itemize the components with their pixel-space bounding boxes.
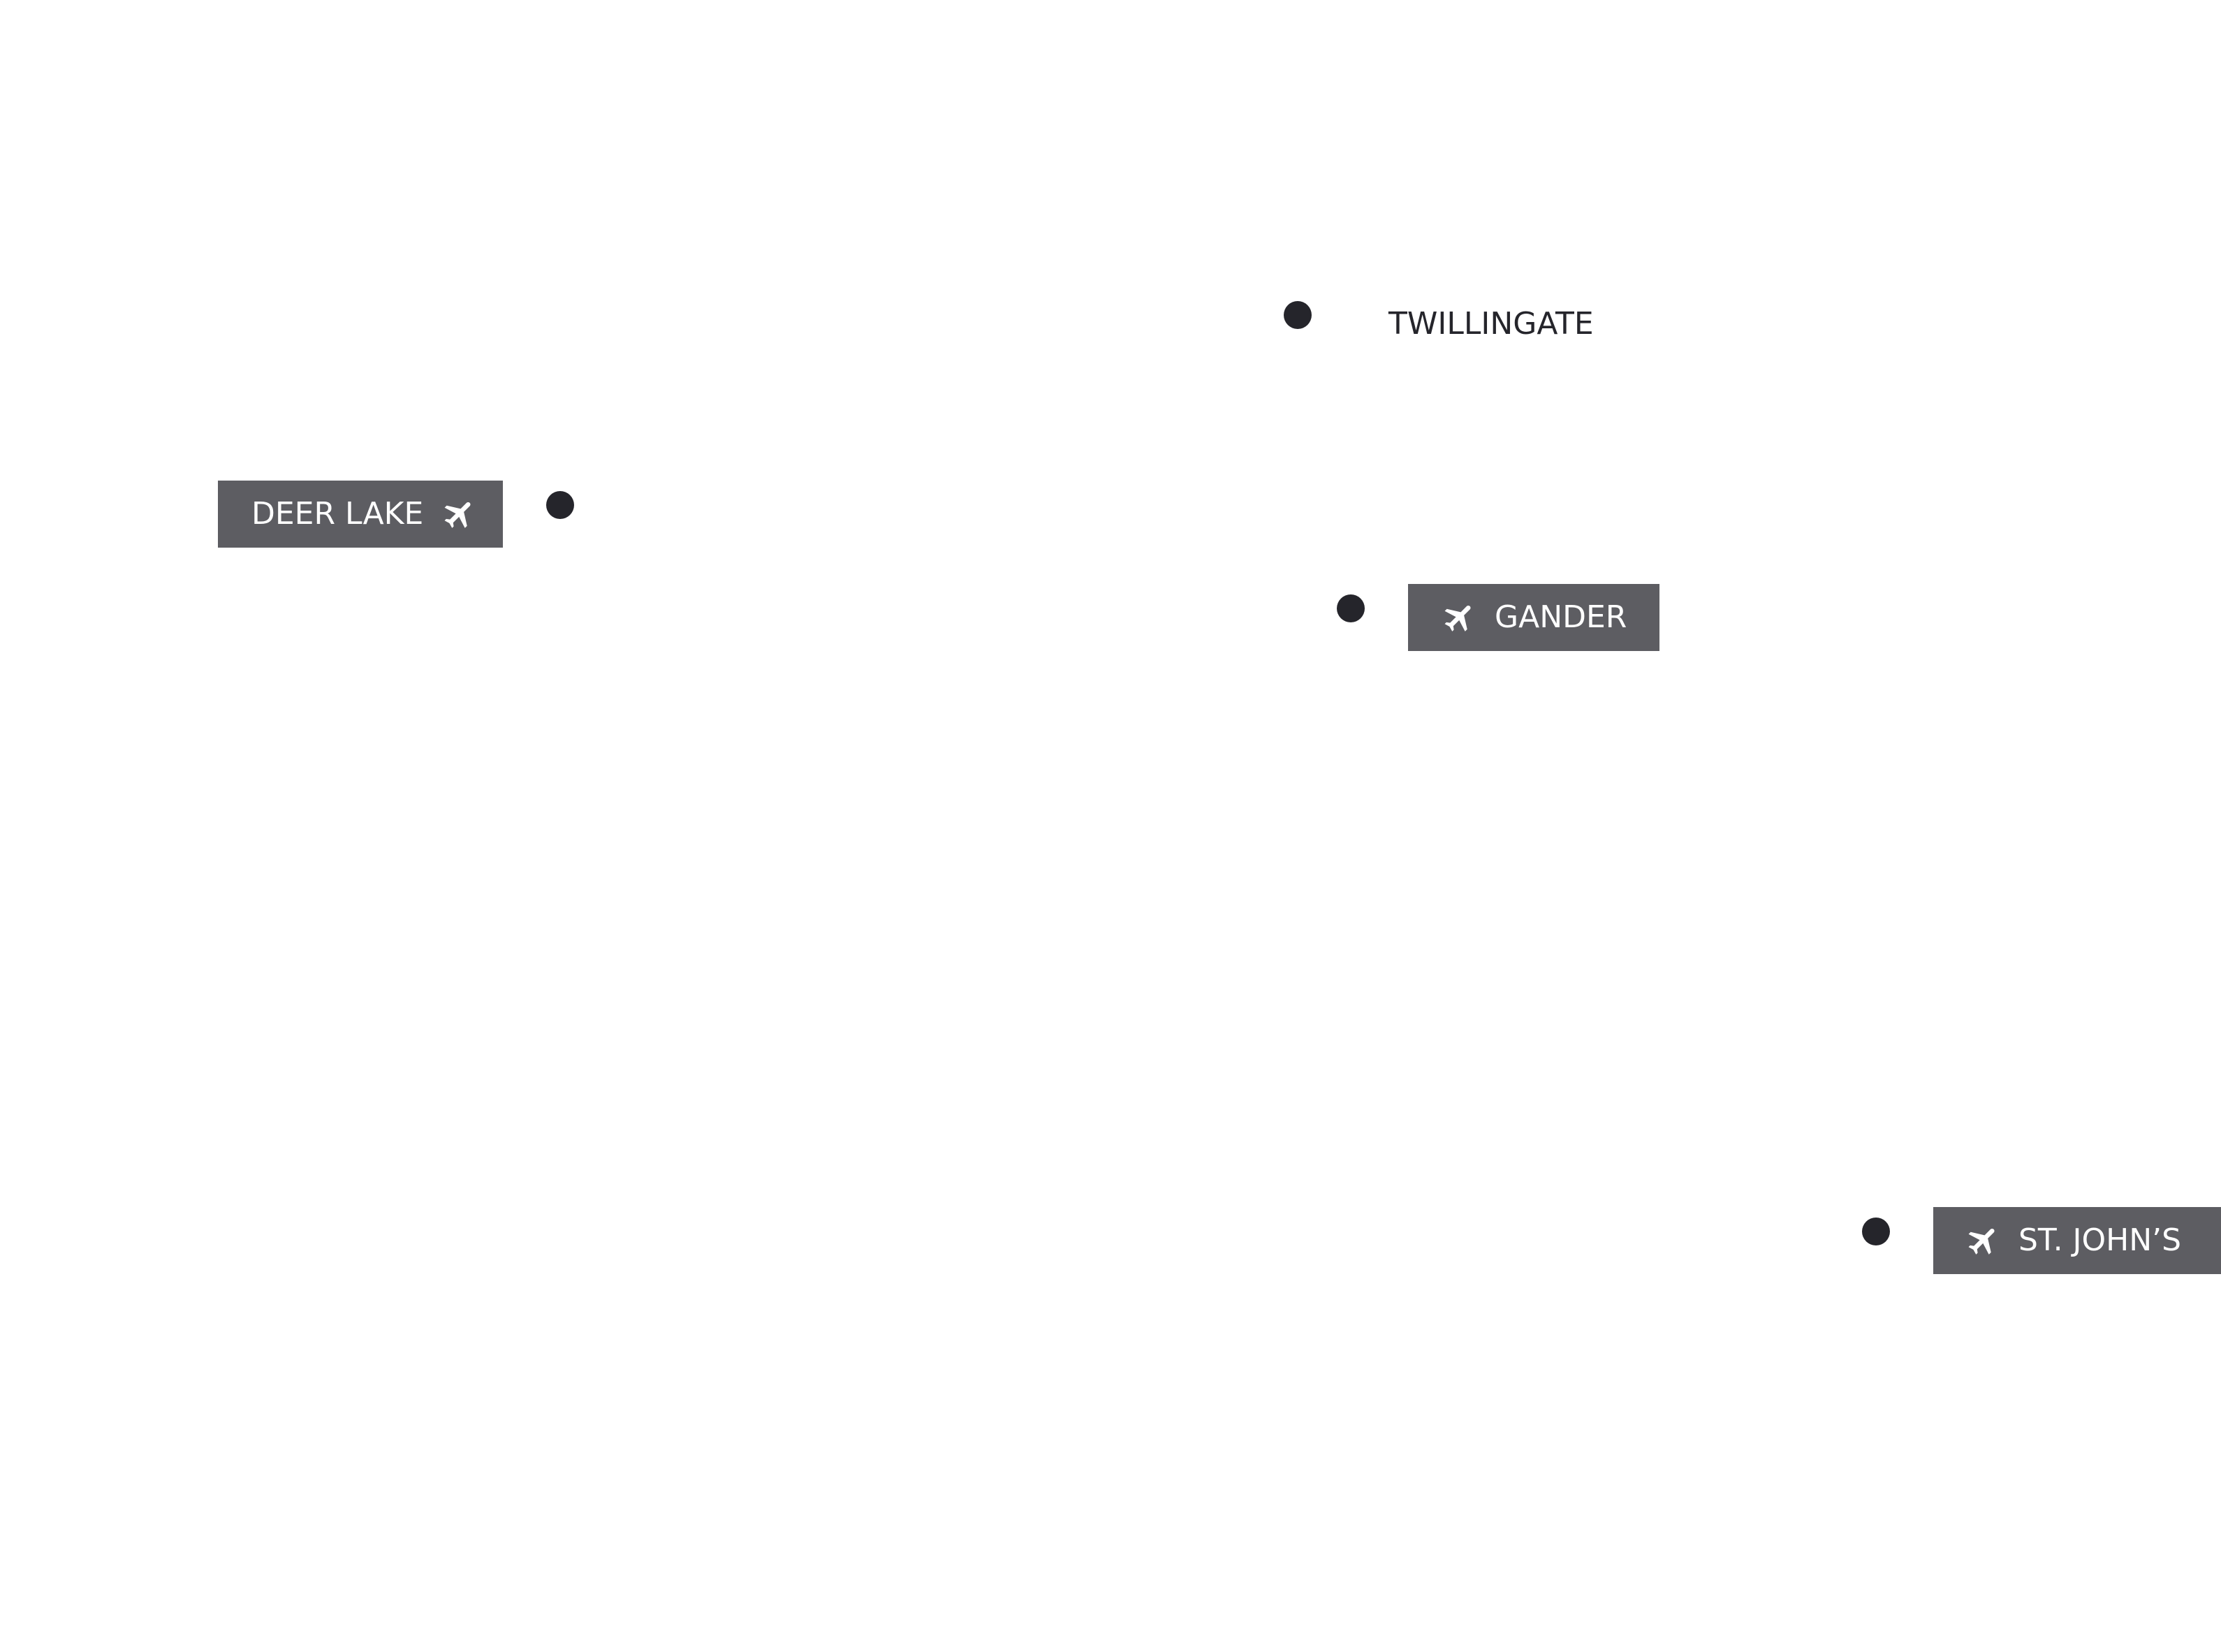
airplane-icon <box>1965 1222 2002 1259</box>
place-label-twillingate: TWILLINGATE <box>1388 306 1594 342</box>
airport-badge-gander[interactable]: GANDER <box>1408 584 1659 651</box>
airport-badge-deer-lake[interactable]: DEER LAKE <box>218 481 503 548</box>
place-label-gander: GANDER <box>1495 599 1627 635</box>
location-dot-gander[interactable] <box>1337 594 1365 622</box>
place-label-st-johns: ST. JOHN’S <box>2018 1222 2182 1258</box>
airplane-icon <box>1442 599 1478 636</box>
location-dot-twillingate[interactable] <box>1284 301 1312 329</box>
location-dot-deer-lake[interactable] <box>546 491 574 519</box>
airport-badge-st-johns[interactable]: ST. JOHN’S <box>1933 1207 2221 1274</box>
airplane-icon <box>441 496 478 532</box>
location-dot-st-johns[interactable] <box>1862 1218 1890 1245</box>
place-label-deer-lake: DEER LAKE <box>251 496 424 532</box>
